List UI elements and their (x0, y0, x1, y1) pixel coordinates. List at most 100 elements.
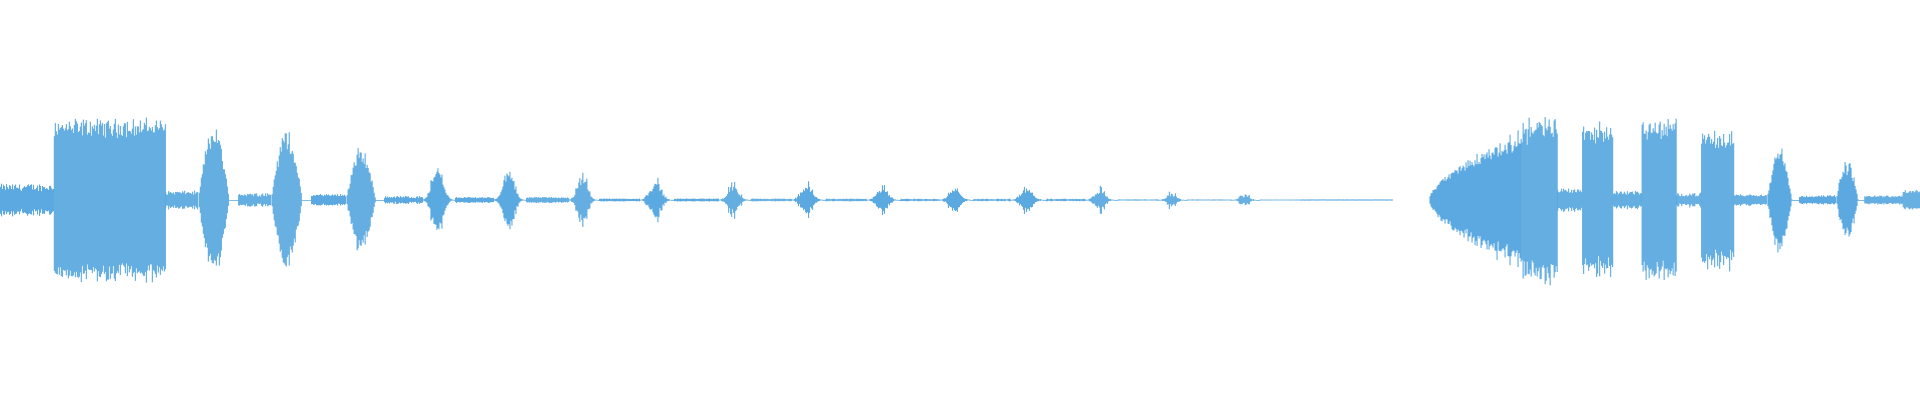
waveform-sample (1490, 159, 1492, 244)
waveform-sample (15, 184, 17, 214)
waveform-sample (1018, 194, 1020, 206)
waveform-sample (235, 200, 237, 201)
waveform-sample (381, 200, 383, 201)
waveform-sample (866, 199, 868, 201)
waveform-sample (1599, 121, 1601, 277)
waveform-sample (1696, 195, 1698, 205)
waveform-sample (864, 198, 866, 202)
waveform-sample (728, 187, 730, 213)
waveform-sample (568, 199, 570, 201)
waveform-sample (449, 198, 451, 202)
waveform-sample (367, 168, 369, 232)
waveform-sample (1561, 188, 1563, 211)
waveform-sample (1880, 195, 1882, 204)
waveform-sample (1219, 199, 1221, 201)
waveform-sample (212, 140, 214, 264)
waveform-sample (1915, 190, 1917, 209)
waveform-sample (921, 199, 923, 201)
waveform-sample (1140, 199, 1142, 201)
waveform-sample (177, 191, 179, 208)
waveform-sample (1566, 191, 1568, 209)
waveform-sample (846, 198, 848, 202)
waveform-sample (770, 199, 772, 201)
waveform-sample (468, 197, 470, 203)
waveform-sample (944, 198, 946, 202)
waveform-sample (1672, 124, 1674, 276)
waveform-sample (936, 199, 938, 201)
waveform-sample (375, 200, 377, 201)
waveform-sample (362, 158, 364, 243)
waveform-sample (1911, 191, 1913, 210)
waveform-sample (39, 184, 41, 216)
waveform-sample (1830, 195, 1832, 205)
waveform-sample (55, 131, 57, 274)
waveform-sample (915, 199, 917, 201)
waveform-sample (1249, 198, 1251, 202)
waveform-sample (714, 198, 716, 202)
waveform-sample (50, 185, 52, 215)
waveform-sample (1549, 127, 1551, 286)
waveform-sample (1432, 190, 1434, 210)
waveform-sample (1903, 192, 1905, 209)
waveform-sample (0, 186, 2, 214)
waveform-sample (140, 132, 142, 273)
waveform-sample (28, 184, 30, 214)
waveform-sample (1872, 196, 1874, 204)
waveform-sample (1475, 164, 1477, 241)
waveform-sample (1020, 194, 1022, 206)
waveform-sample (693, 198, 695, 202)
waveform-sample (646, 194, 648, 206)
waveform-sample (88, 133, 90, 270)
waveform-sample (321, 195, 323, 205)
waveform-sample (1784, 163, 1786, 236)
waveform-sample (433, 177, 435, 224)
waveform-sample (486, 197, 488, 202)
waveform-sample (872, 196, 874, 203)
waveform-sample (1819, 196, 1821, 204)
waveform-sample (1757, 196, 1759, 204)
waveform-sample (297, 177, 299, 226)
waveform-sample (248, 194, 250, 207)
waveform-sample (1754, 196, 1756, 204)
waveform-sample (1047, 199, 1049, 201)
waveform-sample (559, 198, 561, 202)
waveform-sample (1107, 198, 1109, 202)
waveform-sample (1278, 199, 1280, 201)
waveform-sample (384, 198, 386, 203)
waveform-sample (329, 195, 331, 206)
waveform-sample (563, 197, 565, 203)
waveform-sample (1147, 199, 1149, 201)
waveform-sample (1654, 122, 1656, 275)
waveform-sample (204, 151, 206, 248)
waveform-sample (1479, 164, 1481, 237)
waveform-sample (1163, 198, 1165, 201)
waveform-sample (1060, 198, 1062, 202)
waveform-sample (1434, 189, 1436, 211)
waveform-sample (1121, 199, 1123, 201)
waveform-sample (194, 190, 196, 210)
waveform-sample (190, 193, 192, 207)
waveform-sample (1279, 199, 1281, 201)
waveform-sample (592, 198, 594, 202)
waveform-sample (1478, 162, 1480, 239)
waveform-sample (535, 197, 537, 203)
waveform-sample (550, 197, 552, 203)
waveform-sample (340, 194, 342, 206)
waveform-sample (1129, 199, 1131, 201)
waveform-sample (341, 196, 343, 205)
waveform-sample (788, 199, 790, 201)
waveform-sample (1626, 191, 1628, 210)
waveform-sample (122, 126, 124, 266)
waveform-sample (761, 199, 763, 201)
waveform-sample (932, 199, 934, 201)
waveform-sample (1457, 173, 1459, 230)
waveform-sample (964, 198, 966, 201)
waveform-sample (70, 130, 72, 277)
waveform-sample (61, 125, 63, 277)
waveform-sample (1286, 199, 1288, 201)
waveform-sample (1709, 136, 1711, 260)
waveform-sample (914, 199, 916, 201)
waveform-sample (994, 199, 996, 201)
waveform-sample (123, 123, 125, 267)
waveform-sample (374, 197, 376, 203)
